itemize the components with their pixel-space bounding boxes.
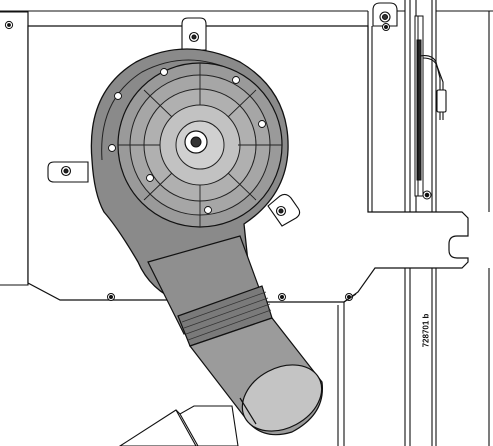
sheet-bracket — [118, 405, 239, 446]
reference-code: 728701 b — [421, 313, 431, 347]
connector-plug-icon — [419, 55, 447, 120]
mounting-tab-icon — [47, 17, 301, 227]
reference-code-box: 728701 b — [421, 313, 431, 347]
outlet-duct — [147, 235, 324, 436]
screw-icon — [382, 23, 432, 200]
side-rail — [414, 15, 424, 197]
mounting-tab-icon — [372, 2, 398, 27]
screw-icon — [107, 293, 353, 301]
lower-panel — [337, 293, 357, 446]
screw-icon — [4, 20, 14, 30]
